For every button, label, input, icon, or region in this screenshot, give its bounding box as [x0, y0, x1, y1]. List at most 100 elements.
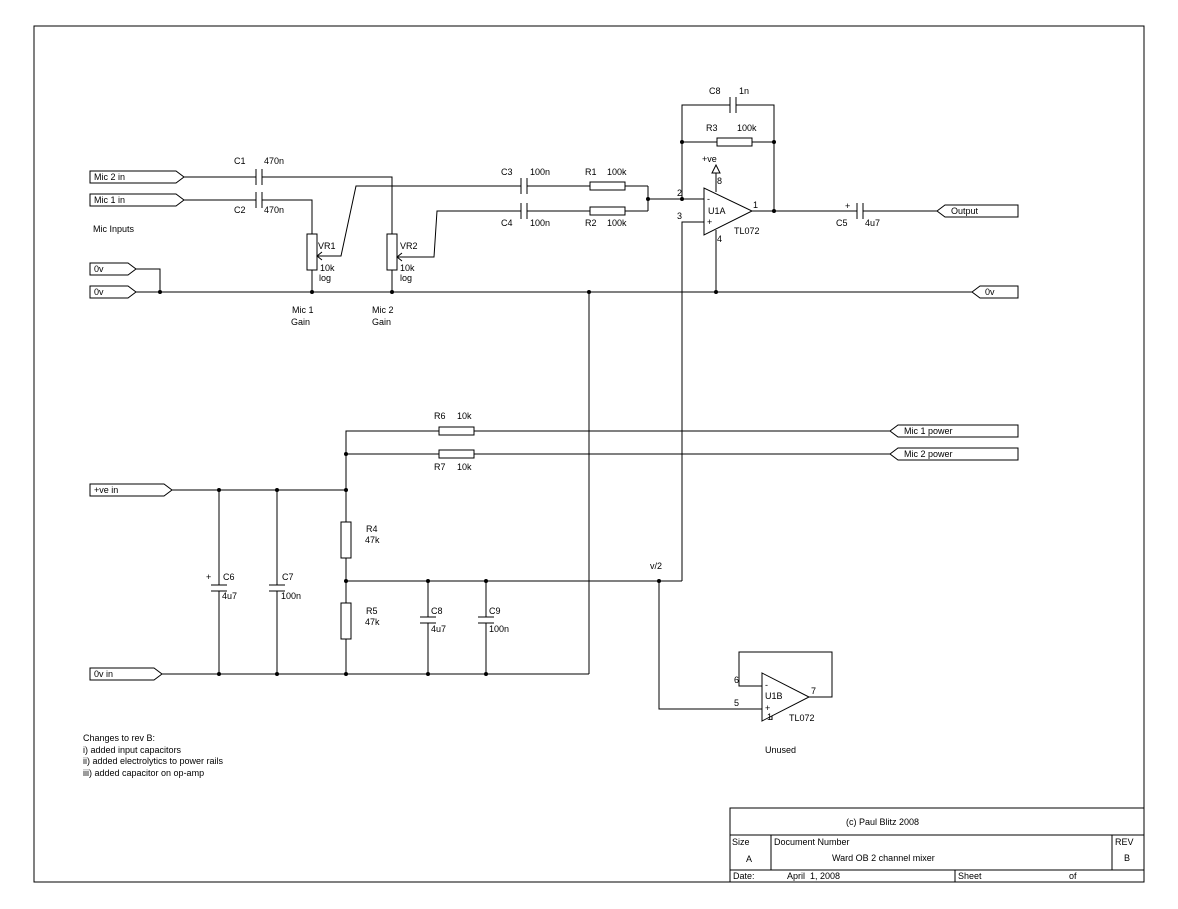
c6-value: 4u7	[222, 591, 237, 601]
r4-ref: R4	[366, 524, 378, 534]
capacitor-c2: C2 470n	[234, 192, 284, 215]
resistor-r4: R4 47k	[340, 521, 380, 559]
c5-value: 4u7	[865, 218, 880, 228]
u1b-pin6: 6	[734, 675, 739, 685]
c8-ref: C8	[431, 606, 443, 616]
notes-line-1: i) added input capacitors	[83, 745, 182, 755]
capacitor-c6: + C6 4u7	[206, 572, 237, 601]
u1b-pin1: 1	[767, 712, 772, 722]
title-block-docnum-label: Document Number	[774, 837, 850, 847]
mic2-gain-label-b: Gain	[372, 317, 391, 327]
sheet-border	[33, 25, 1145, 883]
c8-fb-ref: C8	[709, 86, 721, 96]
r4-value: 47k	[365, 535, 380, 545]
r5-value: 47k	[365, 617, 380, 627]
r7-ref: R7	[434, 462, 446, 472]
c5-ref: C5	[836, 218, 848, 228]
r1-ref: R1	[585, 167, 597, 177]
port-0v-in: 0v in	[89, 667, 163, 681]
capacitor-c1: C1 470n	[234, 156, 284, 185]
port-mic2-power-label: Mic 2 power	[904, 449, 953, 459]
c3-value: 100n	[530, 167, 550, 177]
c9-ref: C9	[489, 606, 501, 616]
r5-ref: R5	[366, 606, 378, 616]
vr1-value: 10k	[320, 263, 335, 273]
u1a-pin8: 8	[717, 176, 722, 186]
c4-value: 100n	[530, 218, 550, 228]
mic2-gain-label-a: Mic 2	[372, 305, 394, 315]
c5-polarity: +	[845, 201, 850, 211]
c9-value: 100n	[489, 624, 509, 634]
resistor-r2: R2 100k	[585, 206, 627, 228]
u1a-plus: +	[707, 217, 712, 227]
mic1-gain-label-b: Gain	[291, 317, 310, 327]
vr2-taper: log	[400, 273, 412, 283]
c8-fb-value: 1n	[739, 86, 749, 96]
notes-line-3: iii) added capacitor on op-amp	[83, 768, 204, 778]
capacitor-c4: C4 100n	[501, 203, 550, 228]
vr2-value: 10k	[400, 263, 415, 273]
opamp-u1a: - + U1A TL072 2 3 1 8 4 +ve	[677, 154, 760, 244]
u1b-part: TL072	[789, 713, 815, 723]
u1a-pin2: 2	[677, 188, 682, 198]
title-block-copyright: (c) Paul Blitz 2008	[846, 817, 919, 827]
wires	[136, 104, 972, 720]
title-block-size: A	[746, 854, 752, 864]
title-block-size-label: Size	[732, 837, 750, 847]
port-0v-right-label: 0v	[985, 287, 995, 297]
mic1-gain-label-a: Mic 1	[292, 305, 314, 315]
port-0v-in-label: 0v in	[94, 669, 113, 679]
capacitor-c3: C3 100n	[501, 167, 550, 194]
u1a-minus: -	[707, 194, 710, 204]
positive-supply-label: +ve	[702, 154, 717, 164]
notes-line-2: ii) added electrolytics to power rails	[83, 756, 224, 766]
u1a-pin4: 4	[717, 234, 722, 244]
capacitor-c8-feedback: C8 1n	[709, 86, 749, 113]
port-mic2-in-label: Mic 2 in	[94, 172, 125, 182]
c6-ref: C6	[223, 572, 235, 582]
capacitor-c7: C7 100n	[269, 572, 301, 601]
resistor-r6: R6 10k	[434, 411, 475, 436]
r6-ref: R6	[434, 411, 446, 421]
port-mic1-power: Mic 1 power	[889, 424, 1019, 438]
u1a-pin3: 3	[677, 211, 682, 221]
c4-ref: C4	[501, 218, 513, 228]
title-block-rev: B	[1124, 853, 1130, 863]
r1-value: 100k	[607, 167, 627, 177]
r7-value: 10k	[457, 462, 472, 472]
port-output-label: Output	[951, 206, 979, 216]
port-mic2-power: Mic 2 power	[889, 447, 1019, 461]
title-block: (c) Paul Blitz 2008 Size A Document Numb…	[729, 807, 1145, 883]
c7-value: 100n	[281, 591, 301, 601]
vr2-ref: VR2	[400, 241, 418, 251]
resistor-r7: R7 10k	[434, 449, 475, 472]
positive-supply-arrow-icon	[711, 163, 721, 174]
port-mic1-in-label: Mic 1 in	[94, 195, 125, 205]
port-pve-in-label: +ve in	[94, 485, 118, 495]
vr1-taper: log	[319, 273, 331, 283]
u1b-plus: +	[765, 703, 770, 713]
title-block-of-label: of	[1069, 871, 1077, 881]
title-block-rev-label: REV	[1115, 837, 1134, 847]
port-0v-b-label: 0v	[94, 287, 104, 297]
r6-value: 10k	[457, 411, 472, 421]
port-0v-b: 0v	[89, 285, 137, 299]
port-mic2-in: Mic 2 in	[89, 170, 185, 184]
half-supply-label: v/2	[650, 561, 662, 571]
port-mic1-power-label: Mic 1 power	[904, 426, 953, 436]
resistor-r1: R1 100k	[585, 167, 627, 191]
c8-value: 4u7	[431, 624, 446, 634]
port-0v-right: 0v	[971, 285, 1019, 299]
notes-title: Changes to rev B:	[83, 733, 155, 743]
r2-value: 100k	[607, 218, 627, 228]
capacitor-c8: C8 4u7	[420, 606, 446, 634]
r2-ref: R2	[585, 218, 597, 228]
vr1-ref: VR1	[318, 241, 336, 251]
port-pve-in: +ve in	[89, 483, 173, 497]
junctions	[158, 140, 776, 676]
u1b-pin7: 7	[811, 686, 816, 696]
resistor-r3: R3 100k	[706, 123, 757, 147]
capacitor-c5: + C5 4u7	[836, 201, 880, 228]
capacitor-c9: C9 100n	[478, 606, 509, 634]
